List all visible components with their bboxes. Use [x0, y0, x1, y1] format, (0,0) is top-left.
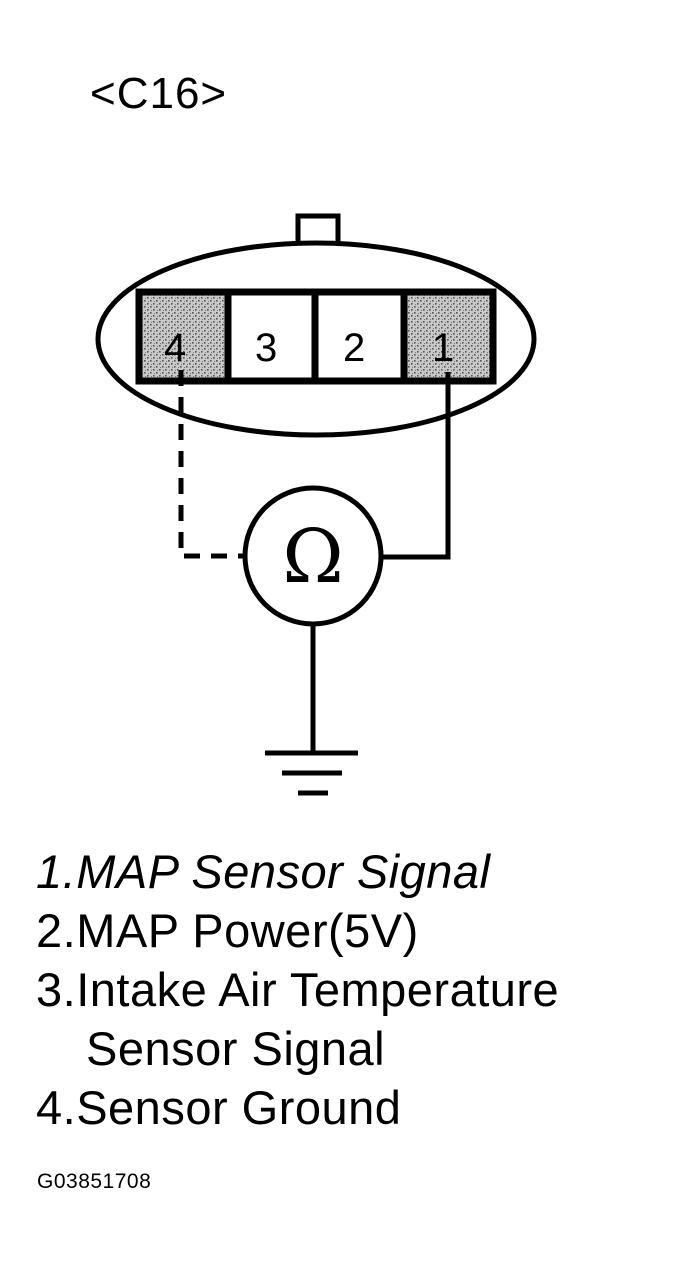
connector-test-diagram: 4 3 2 1 Ω	[95, 213, 537, 796]
legend-item-4: 4.Sensor Ground	[36, 1081, 402, 1134]
ground-symbol-icon	[265, 750, 358, 796]
pin-legend: 1.MAP Sensor Signal 2.MAP Power(5V) 3.In…	[36, 842, 559, 1137]
connector-id-label: <C16>	[90, 69, 228, 118]
legend-item-3-continued: Sensor Signal	[86, 1022, 386, 1075]
legend-item-1: 1.MAP Sensor Signal	[36, 845, 491, 898]
legend-item-2: 2.MAP Power(5V)	[36, 904, 419, 957]
pin-2-label: 2	[343, 326, 365, 370]
legend-item-3: 3.Intake Air Temperature	[36, 963, 560, 1016]
connector-latch	[295, 213, 341, 248]
pin-block	[135, 288, 497, 385]
pin-3-label: 3	[255, 326, 277, 370]
pin-4-label: 4	[164, 326, 186, 370]
pin-1-label: 1	[432, 326, 454, 370]
pin-2-cell	[311, 288, 408, 385]
ohm-symbol-icon: Ω	[282, 514, 343, 600]
pin-4-dashed-lead	[178, 370, 246, 559]
pin-1-cell	[400, 288, 497, 385]
pin-1-solid-lead	[381, 372, 451, 560]
figure-id: G03851708	[37, 1170, 152, 1193]
